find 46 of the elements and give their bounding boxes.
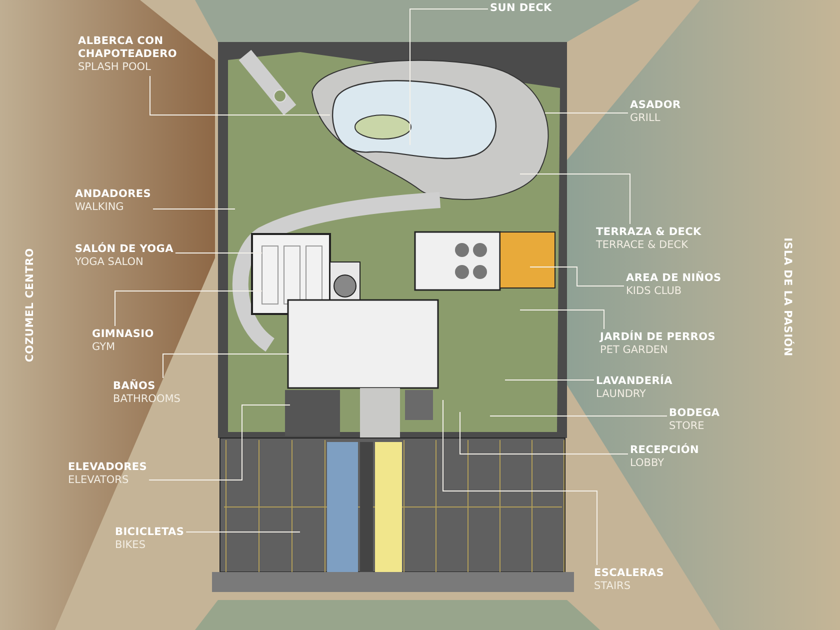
callout-subtitle: LOBBY (630, 457, 665, 470)
callout-subtitle: SPLASH POOL (78, 61, 152, 74)
callout-subtitle: STAIRS (594, 580, 632, 593)
leader-line (544, 112, 628, 114)
leader-line (442, 400, 598, 566)
callout-subtitle: LAUNDRY (596, 388, 647, 401)
callout-title: ESCALERAS (594, 567, 664, 580)
callout-title: GIMNASIO (92, 328, 154, 341)
leader-line (520, 174, 630, 224)
callout-subtitle: STORE (669, 420, 706, 433)
leader-line (114, 290, 262, 326)
callout-subtitle: BATHROOMS (113, 393, 180, 406)
leader-line (410, 8, 488, 146)
callout-title: BAÑOS (113, 380, 156, 393)
leader-line (530, 266, 624, 286)
callout-subtitle: BIKES (115, 539, 146, 552)
callout-title: BICICLETAS (115, 526, 184, 539)
place-label: COZUMEL CENTRO (24, 248, 36, 362)
leader-line (162, 354, 290, 378)
callout-title: LAVANDERÍA (596, 375, 672, 388)
callout-title: SALÓN DE YOGA (75, 243, 174, 256)
callout-title: JARDÍN DE PERROS (600, 331, 716, 344)
callout-title: TERRAZA & DECK (596, 226, 702, 239)
leader-line (148, 404, 290, 480)
callout-subtitle: TERRACE & DECK (596, 239, 689, 252)
leader-line (150, 76, 330, 116)
callout-title: AREA DE NIÑOS (626, 272, 722, 285)
callout-title: RECEPCIÓN (630, 444, 699, 457)
callout-subtitle: WALKING (75, 201, 125, 214)
callout-subtitle: GYM (92, 341, 116, 354)
leader-line (152, 208, 236, 210)
leader-line (174, 252, 262, 254)
callout-subtitle: PET GARDEN (600, 344, 669, 357)
callout-title: BODEGA (669, 407, 720, 420)
callout-subtitle: KIDS CLUB (626, 285, 683, 298)
callout-subtitle: ELEVATORS (68, 474, 130, 487)
place-label: ISLA DE LA PASIÓN (780, 238, 793, 356)
callout-title: ASADOR (630, 99, 681, 112)
leader-line (460, 412, 628, 454)
callout-title: ANDADORES (75, 188, 152, 201)
callout-title: ELEVADORES (68, 461, 148, 474)
callout-title: SUN DECK (490, 2, 552, 15)
callout-subtitle: GRILL (630, 112, 662, 125)
callout-title: ALBERCA CON CHAPOTEADERO (78, 35, 178, 61)
leader-line (520, 310, 604, 330)
callout-subtitle: YOGA SALON (75, 256, 144, 269)
